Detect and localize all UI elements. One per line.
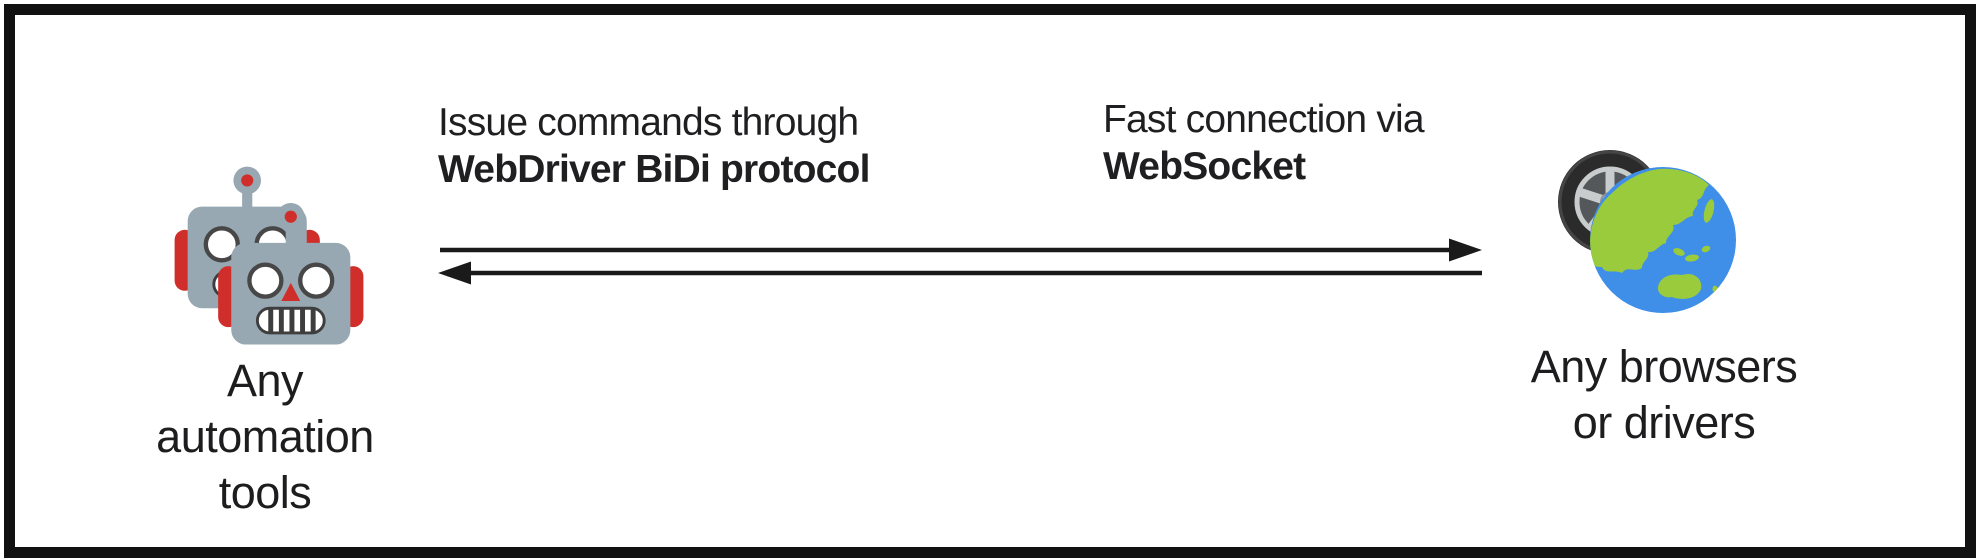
wheel-globe-icon [1558, 150, 1736, 313]
websocket-annotation: Fast connection via WebSocket [1103, 96, 1425, 190]
globe-icon [1590, 167, 1736, 313]
label-line: Any [226, 355, 304, 406]
bidi-protocol-annotation: Issue commands through WebDriver BiDi pr… [438, 99, 870, 193]
arrow-left-icon [438, 261, 1482, 285]
annotation-line: Fast connection via [1103, 98, 1425, 141]
annotation-line-bold: WebDriver BiDi protocol [438, 148, 870, 191]
label-line: Any browsers [1530, 341, 1798, 392]
diagram-frame: Any automation tools Issue commands thro… [4, 4, 1976, 558]
label-line: tools [218, 467, 312, 518]
arrow-right-icon [440, 238, 1482, 262]
label-line: automation [156, 411, 374, 462]
browsers-drivers-label: Any browsers or drivers [1483, 339, 1845, 451]
annotation-line-bold: WebSocket [1103, 145, 1306, 188]
label-line: or drivers [1572, 397, 1756, 448]
connection-arrows [438, 238, 1482, 285]
annotation-line: Issue commands through [438, 101, 859, 144]
automation-tools-label: Any automation tools [100, 353, 430, 521]
robots-icon [173, 163, 365, 346]
